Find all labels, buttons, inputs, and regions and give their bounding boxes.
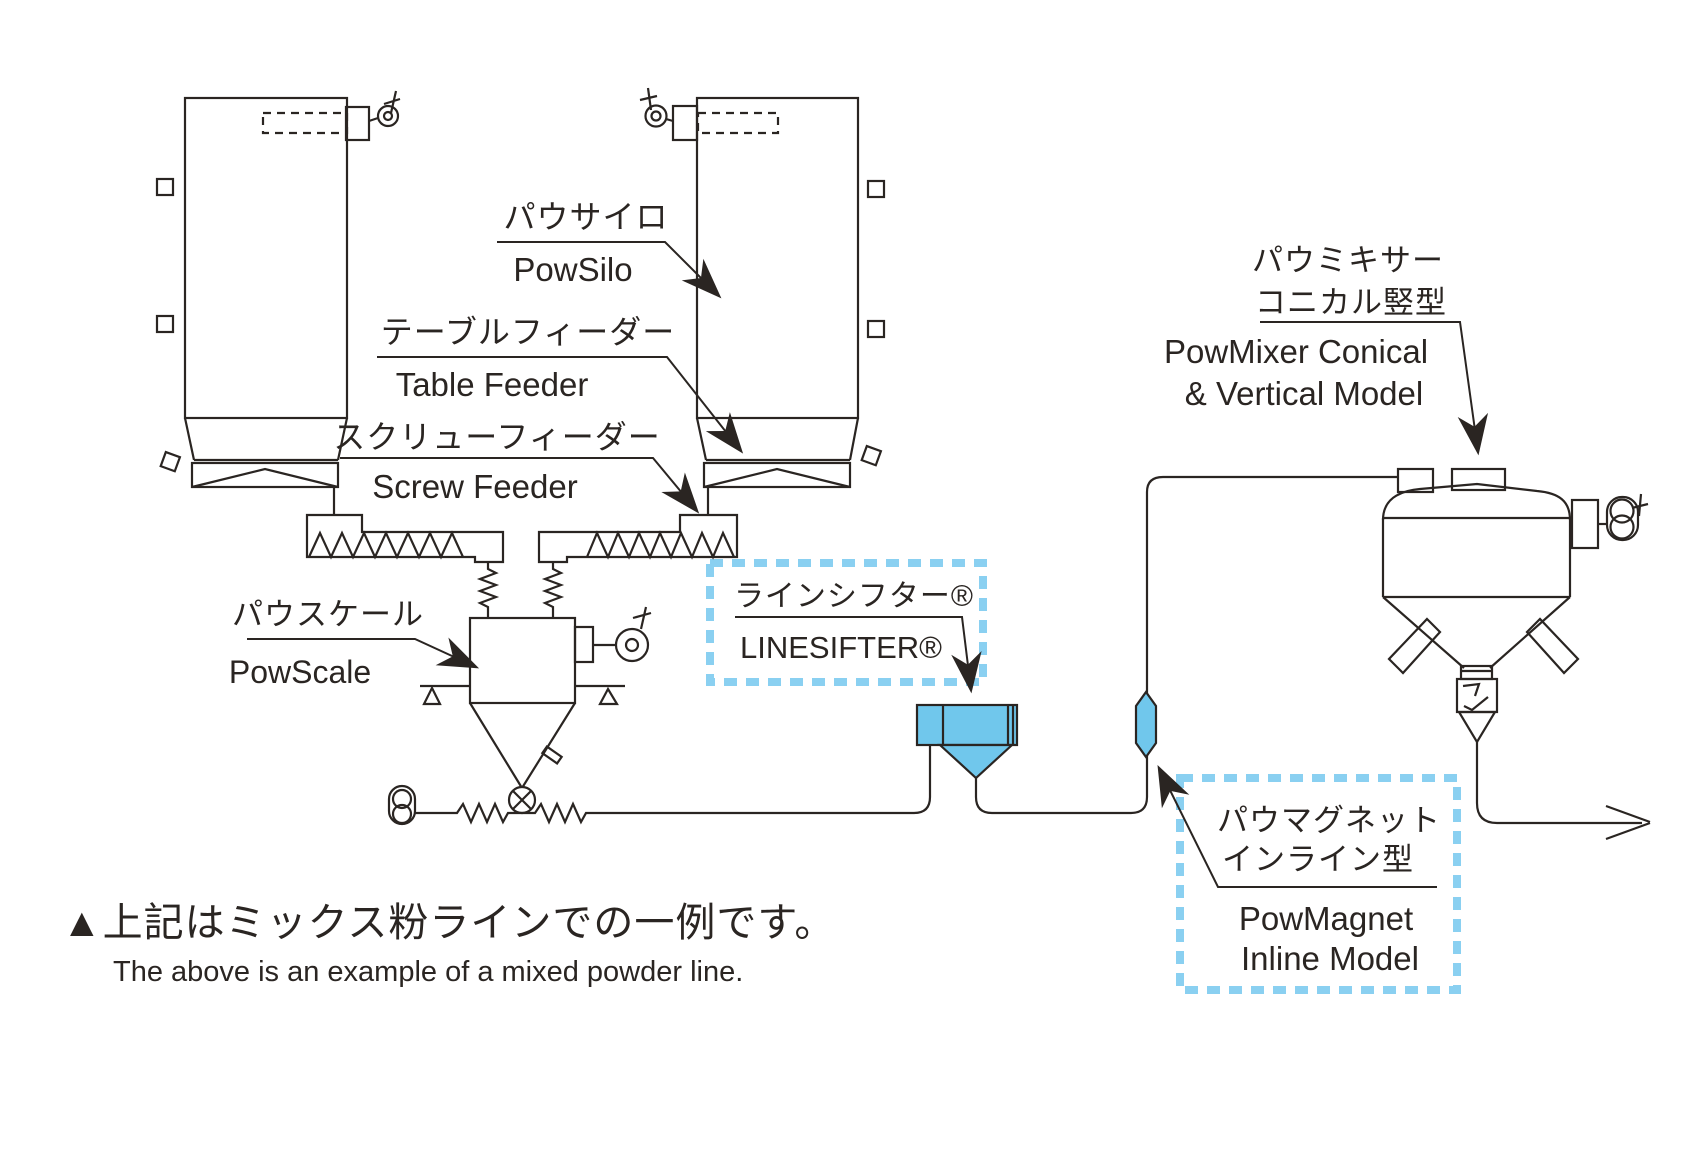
conveying-line xyxy=(387,745,932,826)
product-outlet-line xyxy=(1475,742,1642,825)
cone-nozzle-stub xyxy=(540,745,564,765)
fan-icon-powscale xyxy=(593,606,652,663)
dust-filter-vent-left xyxy=(261,105,371,142)
fan-icon-right-silo xyxy=(639,87,674,128)
mixer-leg-icons xyxy=(1387,617,1580,675)
powmagnet-unit xyxy=(1134,690,1158,759)
flex-connector-right xyxy=(541,562,565,618)
leader-powscale xyxy=(247,637,480,669)
label-powmagnet-en1: PowMagnet xyxy=(1239,900,1413,937)
screw-feeder-left-unit xyxy=(305,513,505,618)
note-en: The above is an example of a mixed powde… xyxy=(113,956,743,988)
leader-linesifter xyxy=(735,616,982,694)
label-screwfeeder-jp: スクリューフィーダー xyxy=(333,419,660,455)
blower-icon-left xyxy=(387,784,417,826)
powsilo-left xyxy=(155,90,401,515)
label-screwfeeder-en: Screw Feeder xyxy=(372,468,577,505)
discharge-valve-icon xyxy=(1455,677,1499,714)
load-cell-icons xyxy=(422,685,619,706)
label-powmagnet-jp1: パウマグネット xyxy=(1217,803,1441,838)
level-sensor-icons-left xyxy=(155,177,182,473)
blower-icon-mixer xyxy=(1598,493,1649,542)
leader-screwfeeder xyxy=(340,457,700,514)
dust-filter-vent-right xyxy=(671,104,780,142)
label-linesifter-jp: ラインシフター® xyxy=(734,580,974,613)
leader-powmagnet xyxy=(1157,764,1437,888)
label-powmagnet-en2: Inline Model xyxy=(1241,940,1419,977)
powmixer-unit xyxy=(1381,467,1651,841)
label-powmixer-en2: & Vertical Model xyxy=(1185,375,1423,412)
label-powscale-en: PowScale xyxy=(229,654,371,690)
powsilo-right xyxy=(639,87,886,515)
label-powmixer-jp2: コニカル竪型 xyxy=(1255,285,1447,320)
label-tablefeeder-en: Table Feeder xyxy=(396,366,589,403)
label-powmixer-en1: PowMixer Conical xyxy=(1164,333,1428,370)
powscale-unit xyxy=(420,606,652,815)
note-jp: ▲上記はミックス粉ラインでの一例です。 xyxy=(62,901,835,945)
flex-connector-left xyxy=(476,562,500,618)
table-feeder-right xyxy=(702,461,852,515)
screw-feeder-right-unit xyxy=(537,513,739,618)
linesifter-highlight-box xyxy=(706,559,987,686)
transfer-line-to-mixer xyxy=(974,475,1398,815)
label-linesifter-en: LINESIFTER® xyxy=(740,630,942,665)
flow-direction-arrow xyxy=(1605,804,1651,841)
rotary-valve-icon xyxy=(507,785,537,815)
fan-icon-left-silo xyxy=(368,90,401,128)
leader-lines xyxy=(247,241,1489,888)
label-powscale-jp: パウスケール xyxy=(232,597,424,632)
powmagnet-highlight-box xyxy=(1176,774,1461,994)
label-powmagnet-jp2: インライン型 xyxy=(1222,842,1414,877)
level-sensor-icons-right xyxy=(860,179,886,467)
label-powsilo-en: PowSilo xyxy=(513,251,632,288)
label-tablefeeder-jp: テーブルフィーダー xyxy=(381,314,675,350)
linesifter-unit xyxy=(915,703,1019,780)
leader-powmixer xyxy=(1260,321,1489,456)
label-powmixer-jp1: パウミキサー xyxy=(1252,243,1444,278)
label-powsilo-jp: パウサイロ xyxy=(503,199,668,235)
table-feeder-left xyxy=(190,461,340,515)
leader-powsilo xyxy=(497,241,722,299)
leader-tablefeeder xyxy=(377,356,744,454)
